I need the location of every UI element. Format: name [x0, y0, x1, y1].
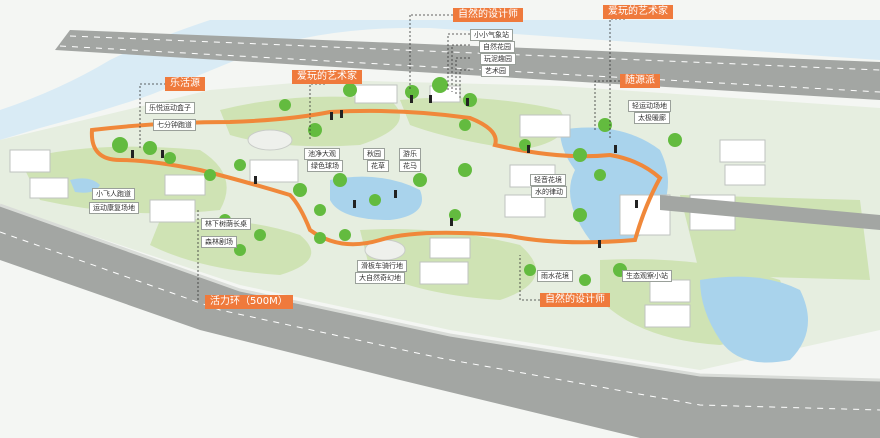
zone-tag-sui-ran-yuan: 随源派	[620, 74, 660, 88]
right-road	[660, 195, 880, 230]
label-zi-ran-hua-yuan: 自然花园	[479, 41, 515, 53]
road-edge	[0, 203, 880, 382]
running-track	[89, 108, 663, 247]
label-lv-se-qiu-chang: 绿色球场	[307, 160, 343, 172]
label-qian-yu: 秋园	[363, 148, 385, 160]
label-yuan-tian-tan-zhao: 玩泥趣园	[480, 53, 516, 65]
label-xiao-xiao-qi-xiang-zhan: 小小气象站	[470, 29, 513, 41]
road-lane-line	[0, 231, 880, 411]
label-hua-ma: 花马	[399, 160, 421, 172]
label-yi-ren-yuan: 艺术园	[481, 65, 510, 77]
label-hua-cao: 花草	[367, 160, 389, 172]
leader-lines	[139, 14, 625, 301]
label-tai-ji-nuan-lang: 太极暖廊	[634, 112, 670, 124]
lawn	[20, 146, 227, 214]
zone-tag-ai-wan-right: 爱玩的艺术家	[603, 5, 673, 19]
label-yu-shui-hua-jing: 雨水花境	[537, 270, 573, 282]
label-da-zi-ran: 大自然奇幻地	[355, 272, 405, 284]
label-sheng-tai-guan-cha: 生态观察小站	[622, 270, 672, 282]
highway-lane-line	[59, 45, 880, 93]
label-qing-yin-hua-jing: 轻音花境	[530, 174, 566, 186]
top-highway	[55, 30, 880, 100]
label-hua-ban-che: 滑板车骑行地	[357, 260, 407, 272]
zone-tag-zi-ran: 自然的设计师	[453, 8, 523, 22]
label-sen-lin-li-chang: 森林剧场	[201, 236, 237, 248]
label-lin-xia-chang-zhuo: 林下树荫长桌	[201, 218, 251, 230]
zone-tag-huo-li-huan: 活力环（500M）	[205, 295, 293, 309]
label-qing-yun-dong: 轻运动场地	[628, 100, 671, 112]
zone-tag-zi-ran-bottom: 自然的设计师	[540, 293, 610, 307]
zone-tag-le-huo-yuan: 乐活源	[165, 77, 205, 91]
label-le-yue-yun-dong-he-zi: 乐悦运动盒子	[145, 102, 195, 114]
label-shui-de-lu-dong: 水的律动	[531, 186, 567, 198]
pond	[700, 276, 808, 363]
plaza	[247, 129, 293, 151]
label-yun-dong-kang-fu: 运动康复场地	[89, 202, 139, 214]
label-chi-jing-da-guan: 池净大观	[304, 148, 340, 160]
highway-lane-line	[69, 35, 880, 71]
label-xiao-fei-ren-pao-dao: 小飞人跑道	[92, 188, 135, 200]
label-you-le: 游乐	[399, 148, 421, 160]
people-figures	[131, 95, 638, 248]
zone-tag-ai-wan: 爱玩的艺术家	[292, 70, 362, 84]
label-qi-fen-zhong-pao-dao: 七分钟跑道	[153, 119, 196, 131]
bottom-road	[0, 205, 880, 438]
